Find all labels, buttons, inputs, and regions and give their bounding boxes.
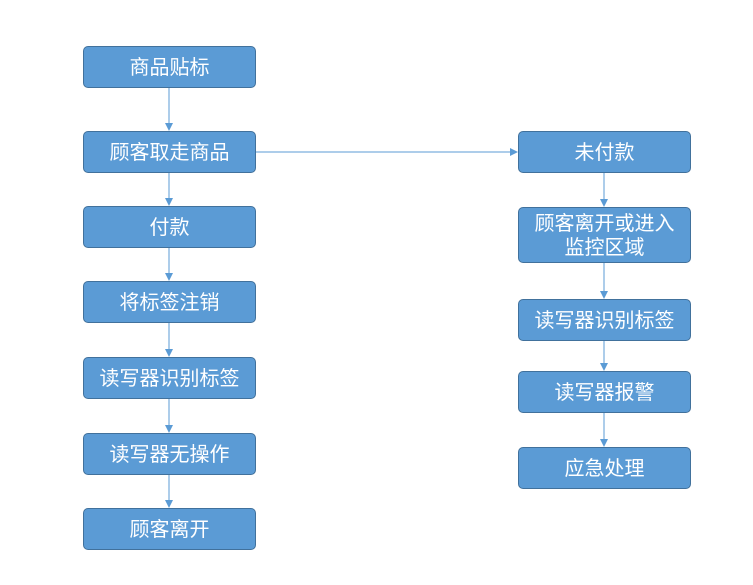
node-payment: 付款 [83,206,256,248]
node-reader-no-action: 读写器无操作 [83,433,256,475]
node-customer-leaves: 顾客离开 [83,508,256,550]
node-reader-alarm: 读写器报警 [518,371,691,413]
node-customer-takes-product: 顾客取走商品 [83,131,256,173]
node-deactivate-tag: 将标签注销 [83,281,256,323]
node-unpaid: 未付款 [518,131,691,173]
node-customer-leaves-or-enters-monitor-zone: 顾客离开或进入 监控区域 [518,207,691,263]
node-reader-identifies-tag: 读写器识别标签 [83,357,256,399]
node-reader-identifies-tag-alarm-path: 读写器识别标签 [518,299,691,341]
node-emergency-handling: 应急处理 [518,447,691,489]
node-product-tagging: 商品贴标 [83,46,256,88]
